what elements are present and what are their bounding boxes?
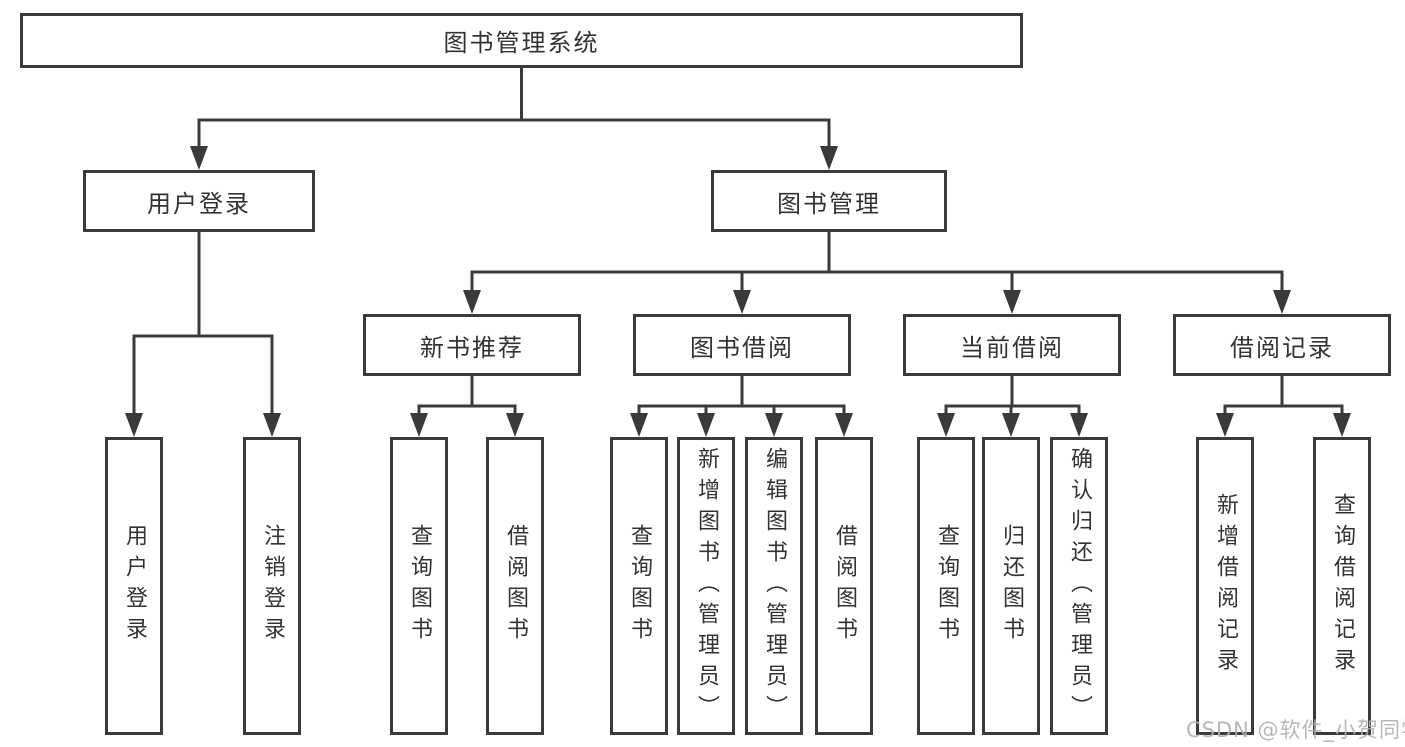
- arrow-down-icon: [697, 413, 715, 437]
- leaf-box-logout: 注销登录: [243, 437, 301, 735]
- leaf-box-add-borrow-record: 新增借阅记录: [1196, 437, 1254, 735]
- leaf-box-recommend-query-books: 查询图书: [390, 437, 448, 735]
- leaf-label-user-login: 用户登录: [122, 524, 147, 648]
- leaf-label-return-books: 归还图书: [999, 524, 1024, 648]
- arrow-down-icon: [190, 146, 208, 170]
- arrow-down-icon: [1070, 413, 1088, 437]
- leaf-box-confirm-return-admin: 确认归还（管理员）: [1050, 437, 1108, 735]
- leaf-box-current-query-books: 查询图书: [917, 437, 975, 735]
- node-box-book-borrowing: 图书借阅: [633, 314, 851, 376]
- arrow-down-icon: [506, 413, 524, 437]
- leaf-label-current-query-books: 查询图书: [934, 524, 959, 648]
- node-label-current-borrowing: 当前借阅: [960, 333, 1064, 362]
- leaf-box-add-books-admin: 新增图书（管理员）: [677, 437, 735, 735]
- node-box-user-login: 用户登录: [83, 170, 315, 232]
- node-label-borrowing-records: 借阅记录: [1230, 333, 1334, 362]
- leaf-label-confirm-return-admin: 确认归还（管理员）: [1067, 446, 1092, 726]
- node-label-book-borrowing: 图书借阅: [690, 333, 794, 362]
- leaf-label-borrowing-borrow-books: 借阅图书: [832, 524, 857, 648]
- node-label-root: 图书管理系统: [443, 29, 600, 57]
- leaf-box-edit-books-admin: 编辑图书（管理员）: [745, 437, 803, 735]
- leaf-label-edit-books-admin: 编辑图书（管理员）: [762, 446, 787, 726]
- leaf-label-add-books-admin: 新增图书（管理员）: [694, 446, 719, 726]
- leaf-label-logout: 注销登录: [260, 524, 285, 648]
- leaf-box-user-login: 用户登录: [105, 437, 163, 735]
- arrow-down-icon: [263, 413, 281, 437]
- arrow-down-icon: [410, 413, 428, 437]
- arrow-down-icon: [937, 413, 955, 437]
- node-box-borrowing-records: 借阅记录: [1173, 314, 1391, 376]
- arrow-down-icon: [835, 413, 853, 437]
- leaf-label-borrowing-query-books: 查询图书: [627, 524, 652, 648]
- arrow-down-icon: [765, 413, 783, 437]
- node-box-new-book-recommend: 新书推荐: [363, 314, 581, 376]
- leaf-box-recommend-borrow-books: 借阅图书: [486, 437, 544, 735]
- arrow-down-icon: [463, 290, 481, 314]
- arrow-down-icon: [1003, 290, 1021, 314]
- arrow-down-icon: [1333, 413, 1351, 437]
- arrow-down-icon: [125, 413, 143, 437]
- arrow-down-icon: [630, 413, 648, 437]
- leaf-label-add-borrow-record: 新增借阅记录: [1213, 493, 1238, 679]
- csdn-watermark: CSDN @软件_小贺同学: [1186, 718, 1405, 742]
- node-label-book-management: 图书管理: [777, 189, 881, 218]
- leaf-box-query-borrow-record: 查询借阅记录: [1313, 437, 1371, 735]
- leaf-label-recommend-borrow-books: 借阅图书: [503, 524, 528, 648]
- arrow-down-icon: [1002, 413, 1020, 437]
- arrow-down-icon: [820, 146, 838, 170]
- leaf-box-borrowing-borrow-books: 借阅图书: [815, 437, 873, 735]
- arrow-down-icon: [733, 290, 751, 314]
- node-label-user-login: 用户登录: [147, 189, 251, 218]
- node-box-book-management: 图书管理: [711, 170, 947, 232]
- arrow-down-icon: [1216, 413, 1234, 437]
- node-box-current-borrowing: 当前借阅: [903, 314, 1121, 376]
- leaf-label-recommend-query-books: 查询图书: [407, 524, 432, 648]
- leaf-label-query-borrow-record: 查询借阅记录: [1330, 493, 1355, 679]
- arrow-down-icon: [1273, 290, 1291, 314]
- node-label-new-book-recommend: 新书推荐: [420, 333, 524, 362]
- leaf-box-borrowing-query-books: 查询图书: [610, 437, 668, 735]
- leaf-box-return-books: 归还图书: [982, 437, 1040, 735]
- node-box-root: 图书管理系统: [20, 13, 1023, 68]
